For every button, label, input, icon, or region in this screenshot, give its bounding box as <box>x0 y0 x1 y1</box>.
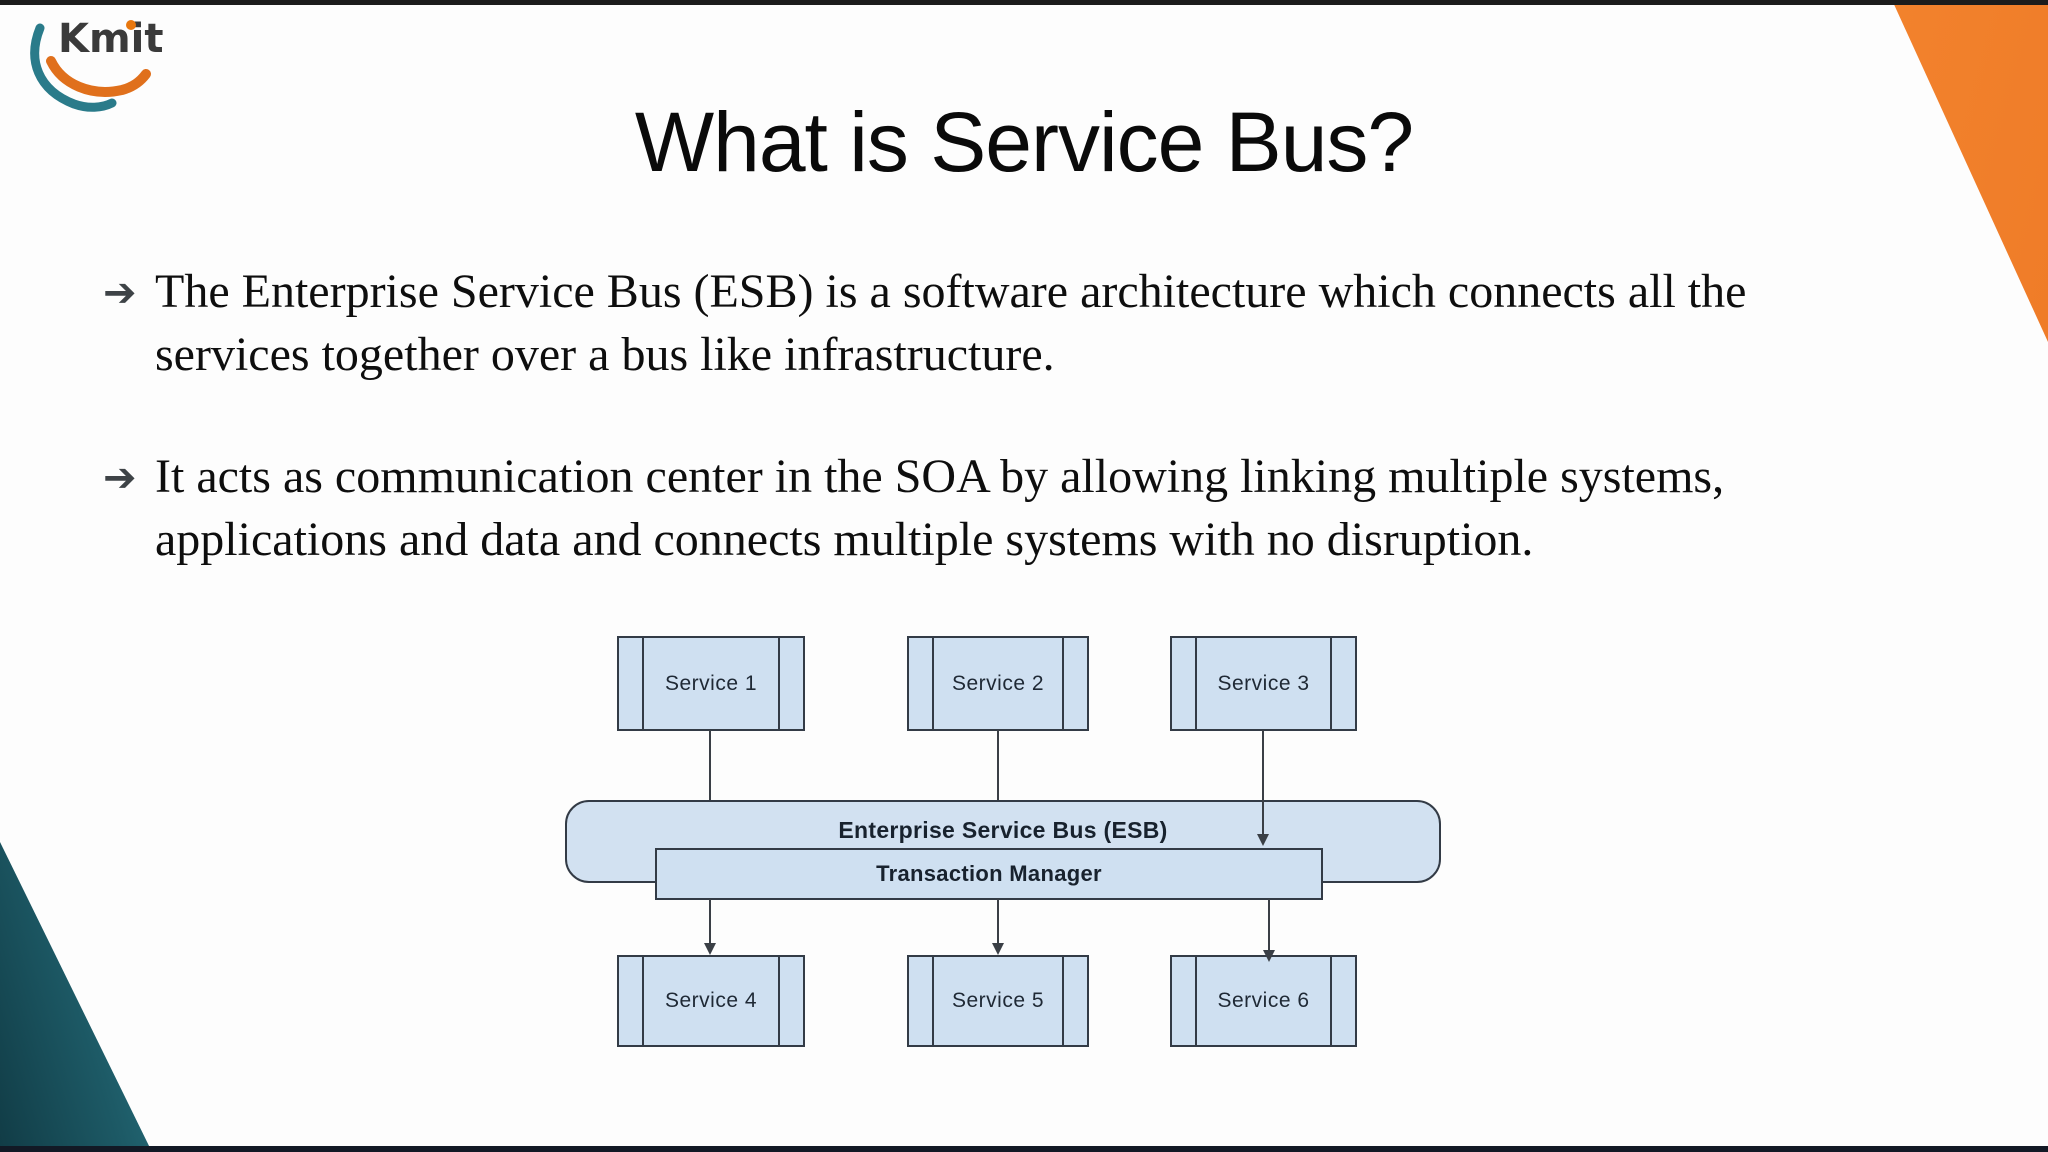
arrowhead-down-icon <box>1263 950 1275 962</box>
logo-swoosh-arcs <box>30 23 151 112</box>
connector-service3-esb <box>1262 730 1264 834</box>
connector-esb-service5 <box>997 899 999 943</box>
logo-text: Kmit <box>58 16 164 62</box>
page-title: What is Service Bus? <box>634 95 1414 189</box>
service-box-5: Service 5 <box>907 955 1089 1047</box>
top-border-bar <box>0 0 2048 5</box>
bullet-text: The Enterprise Service Bus (ESB) is a so… <box>155 265 1747 381</box>
arrowhead-down-icon <box>704 943 716 955</box>
service-box-3: Service 3 <box>1170 636 1357 731</box>
service-label: Service 4 <box>664 989 758 1012</box>
bottom-border-bar <box>0 1146 2048 1152</box>
service-box-6: Service 6 <box>1170 955 1357 1047</box>
logo-swoosh-teal <box>30 23 117 112</box>
transaction-manager-box: Transaction Manager <box>655 848 1323 900</box>
connector-esb-service6 <box>1268 899 1270 950</box>
bullet-item: ➔ The Enterprise Service Bus (ESB) is a … <box>103 260 1898 386</box>
service-label: Service 3 <box>1217 671 1310 695</box>
bullet-arrow-icon: ➔ <box>103 455 137 501</box>
arrowhead-down-icon <box>992 943 1004 955</box>
connector-esb-service4 <box>709 899 711 943</box>
logo-swoosh-orange <box>46 56 151 97</box>
transaction-manager-label: Transaction Manager <box>876 861 1102 886</box>
service-box-1: Service 1 <box>617 636 805 731</box>
bullet-list: ➔ The Enterprise Service Bus (ESB) is a … <box>103 260 1898 571</box>
bullet-item: ➔ It acts as communication center in the… <box>103 445 1898 571</box>
bullet-arrow-icon: ➔ <box>103 270 137 316</box>
connector-service2-esb <box>997 730 999 800</box>
esb-bus-label: Enterprise Service Bus (ESB) <box>838 817 1168 843</box>
kmit-logo: Kmit <box>30 14 190 122</box>
service-box-4: Service 4 <box>617 955 805 1047</box>
service-label: Service 5 <box>951 989 1045 1012</box>
service-label: Service 6 <box>1217 989 1310 1012</box>
logo-i-dot <box>126 20 136 30</box>
arrowhead-down-icon <box>1257 834 1269 846</box>
service-label: Service 2 <box>951 671 1045 695</box>
service-label: Service 1 <box>664 671 758 695</box>
service-box-2: Service 2 <box>907 636 1089 731</box>
connector-service1-esb <box>709 730 711 800</box>
bullet-text: It acts as communication center in the S… <box>155 450 1725 566</box>
